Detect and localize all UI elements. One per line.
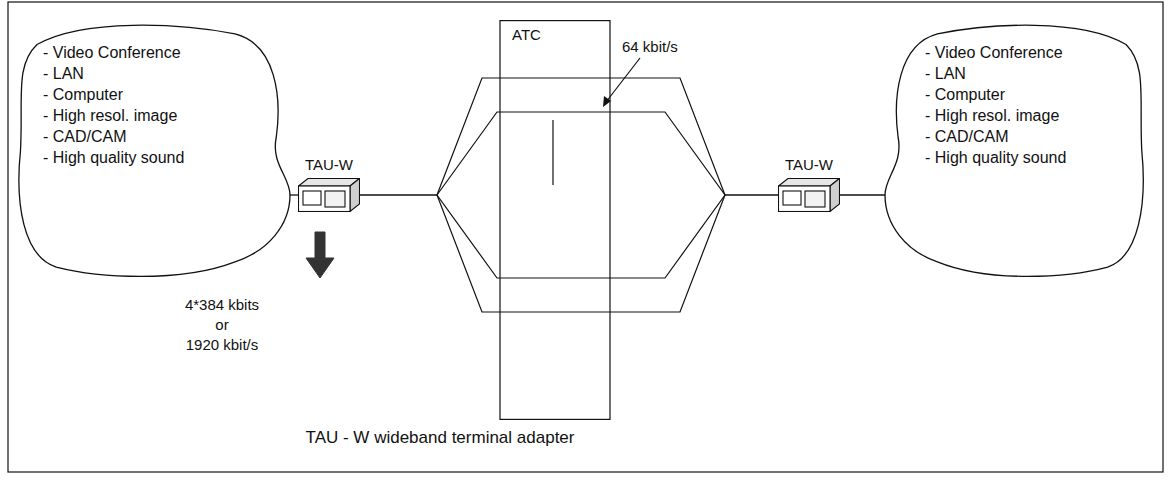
figure-caption: TAU - W wideband terminal adapter <box>306 428 575 448</box>
service-item: - CAD/CAM <box>925 126 1147 147</box>
service-item: - High quality sound <box>43 147 290 168</box>
channel-divider <box>552 120 553 185</box>
device-front <box>779 186 831 212</box>
leader-line <box>606 58 640 102</box>
service-cloud: - Video Conference- LAN- Computer- High … <box>15 18 290 283</box>
service-item: - High resol. image <box>43 105 290 126</box>
channel-hexagon <box>437 112 725 278</box>
device-panel <box>325 191 345 207</box>
link-line <box>360 194 437 195</box>
device-panel <box>783 191 801 205</box>
exchange-label: ATC <box>512 26 541 44</box>
access-rate-label: 4*384 kbits <box>185 296 259 314</box>
service-item: - Computer <box>925 84 1147 105</box>
figure-frame <box>8 2 1163 472</box>
service-item: - High resol. image <box>925 105 1147 126</box>
device-panel <box>303 191 321 205</box>
adapter-device <box>298 178 360 212</box>
link-line <box>840 194 885 195</box>
service-item: - LAN <box>43 63 290 84</box>
terminal-adapter: TAU-W <box>298 156 360 212</box>
service-cloud: - Video Conference- LAN- Computer- High … <box>885 18 1147 283</box>
service-item: - Video Conference <box>43 42 290 63</box>
down-arrow <box>306 232 334 278</box>
link-line <box>290 194 298 195</box>
service-item: - CAD/CAM <box>43 126 290 147</box>
terminal-adapter: TAU-W <box>778 156 840 212</box>
link-line <box>725 194 778 195</box>
service-item: - LAN <box>925 63 1147 84</box>
device-panel <box>805 191 825 207</box>
exchange-drawing <box>437 20 725 420</box>
access-rate-label: 1920 kbit/s <box>186 336 259 354</box>
exchange-node: ATC <box>437 20 725 420</box>
adapter-label: TAU-W <box>778 156 840 174</box>
device-top <box>299 179 360 187</box>
access-rate-label: or <box>215 316 228 334</box>
service-item: - Video Conference <box>925 42 1147 63</box>
device-side <box>830 179 840 212</box>
adapter-label: TAU-W <box>298 156 360 174</box>
exchange-box <box>500 21 610 420</box>
trunk-hexagon <box>437 78 725 312</box>
device-side <box>350 179 360 212</box>
device-front <box>299 186 351 212</box>
adapter-device <box>778 178 840 212</box>
service-item: - High quality sound <box>925 147 1147 168</box>
service-item: - Computer <box>43 84 290 105</box>
channel-rate-label: 64 kbit/s <box>622 38 678 56</box>
cloud-shape <box>19 25 290 276</box>
device-top <box>779 179 840 187</box>
